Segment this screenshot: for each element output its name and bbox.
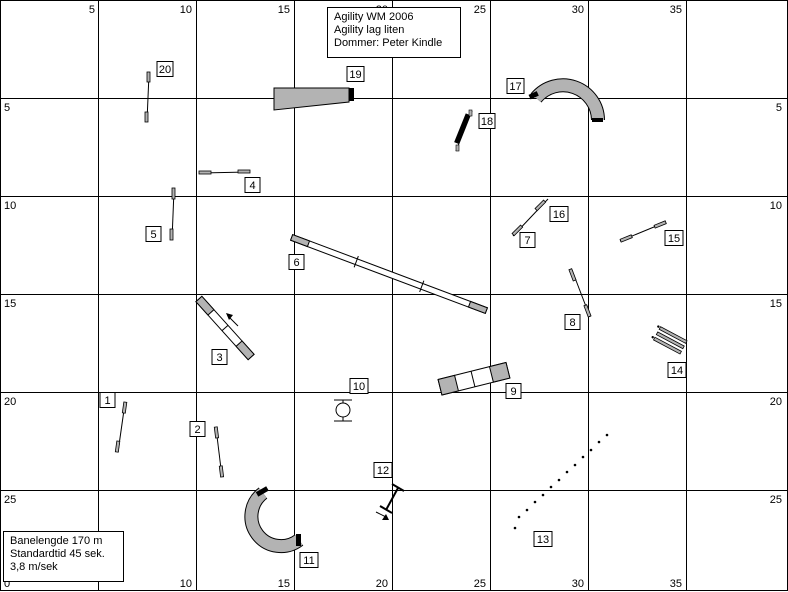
obstacle-jump-2 xyxy=(213,426,225,478)
obstacle-number-12: 12 xyxy=(373,462,393,478)
grid-label: 30 xyxy=(572,578,584,590)
svg-text:16: 16 xyxy=(553,209,565,221)
title-box: Agility WM 2006 Agility lag liten Dommer… xyxy=(327,7,461,58)
obstacle-jump-12 xyxy=(375,483,405,520)
course-info-box: Banelengde 170 m Standardtid 45 sek. 3,8… xyxy=(3,531,124,582)
obstacle-number-19: 19 xyxy=(346,66,365,82)
grid-label: 10 xyxy=(180,4,192,16)
obstacle-jump-20 xyxy=(144,71,151,123)
obstacle-number-14: 14 xyxy=(667,362,687,378)
obstacle-jump-15 xyxy=(619,220,667,243)
obstacle-dog-walk-6 xyxy=(289,233,489,315)
grid-label: 15 xyxy=(770,298,782,310)
grid-label: 35 xyxy=(670,4,682,16)
obstacle-jump-5 xyxy=(169,187,176,241)
grid-label: 20 xyxy=(376,578,388,590)
obstacle-wall-18 xyxy=(454,109,473,152)
obstacle-long-jump-14 xyxy=(651,325,688,355)
svg-text:1: 1 xyxy=(104,395,110,407)
obstacle-number-17: 17 xyxy=(506,78,525,94)
obstacle-weave-poles-13 xyxy=(513,433,609,530)
obstacle-number-4: 4 xyxy=(244,177,261,193)
svg-text:2: 2 xyxy=(194,424,200,436)
grid-label: 20 xyxy=(770,396,782,408)
svg-text:6: 6 xyxy=(293,257,299,269)
obstacle-number-1: 1 xyxy=(99,392,116,408)
obstacle-number-16: 16 xyxy=(549,206,569,222)
obstacle-number-9: 9 xyxy=(505,383,522,399)
obstacle-number-5: 5 xyxy=(145,226,162,242)
speed: 3,8 m/sek xyxy=(10,561,58,573)
svg-text:17: 17 xyxy=(509,81,521,93)
svg-text:13: 13 xyxy=(537,534,549,546)
obstacle-number-6: 6 xyxy=(288,254,305,270)
grid-label: 5 xyxy=(4,102,10,114)
obstacle-number-13: 13 xyxy=(533,531,553,547)
obstacle-jump-8 xyxy=(568,268,592,318)
title-line-2: Agility lag liten xyxy=(334,24,405,36)
grid-labels-left: 5 10 15 20 25 xyxy=(4,102,16,506)
svg-text:14: 14 xyxy=(671,365,683,377)
obstacle-number-3: 3 xyxy=(211,349,228,365)
grid-labels-bottom: 0 10 15 20 25 30 35 xyxy=(4,578,682,590)
obstacle-tunnel-17 xyxy=(528,78,605,122)
svg-text:9: 9 xyxy=(510,386,516,398)
svg-text:7: 7 xyxy=(524,235,530,247)
grid-label: 15 xyxy=(4,298,16,310)
grid-label: 0 xyxy=(4,578,10,590)
grid-label: 20 xyxy=(4,396,16,408)
obstacle-number-2: 2 xyxy=(189,421,206,437)
obstacle-number-20: 20 xyxy=(156,61,174,77)
standard-time: Standardtid 45 sek. xyxy=(10,548,105,560)
grid-labels-right: 5 10 15 20 25 xyxy=(770,102,782,506)
obstacle-number-15: 15 xyxy=(664,230,684,246)
obstacle-jump-1 xyxy=(114,401,128,453)
obstacle-number-7: 7 xyxy=(519,232,536,248)
svg-text:12: 12 xyxy=(377,465,389,477)
obstacle-number-8: 8 xyxy=(564,314,581,330)
svg-text:15: 15 xyxy=(668,233,680,245)
grid-label: 25 xyxy=(770,494,782,506)
svg-text:3: 3 xyxy=(216,352,222,364)
svg-text:11: 11 xyxy=(303,555,314,567)
grid-label: 25 xyxy=(474,578,486,590)
svg-text:5: 5 xyxy=(150,229,156,241)
grid-label: 30 xyxy=(572,4,584,16)
grid-label: 10 xyxy=(4,200,16,212)
grid-label: 25 xyxy=(474,4,486,16)
grid-label: 15 xyxy=(278,4,290,16)
obstacle-jump-4 xyxy=(198,169,251,175)
obstacle-number-18: 18 xyxy=(478,113,496,129)
svg-text:19: 19 xyxy=(349,69,361,81)
course-length: Banelengde 170 m xyxy=(10,535,103,547)
grid-label: 25 xyxy=(4,494,16,506)
direction-arrow xyxy=(226,313,239,327)
grid-label: 10 xyxy=(180,578,192,590)
svg-text:4: 4 xyxy=(249,180,255,192)
title-line-1: Agility WM 2006 xyxy=(334,11,414,23)
title-line-3: Dommer: Peter Kindle xyxy=(334,37,443,49)
svg-text:8: 8 xyxy=(569,317,575,329)
svg-text:10: 10 xyxy=(353,381,365,393)
svg-text:20: 20 xyxy=(159,64,171,76)
obstacle-seesaw-9 xyxy=(437,361,511,396)
svg-text:18: 18 xyxy=(481,116,493,128)
obstacle-collapsed-tunnel-19 xyxy=(273,87,354,111)
obstacle-tyre-10 xyxy=(334,399,352,422)
grid-label: 15 xyxy=(278,578,290,590)
grid-label: 35 xyxy=(670,578,682,590)
grid-label: 10 xyxy=(770,200,782,212)
obstacle-tunnel-11 xyxy=(244,486,304,554)
obstacle-jump-7 xyxy=(511,198,549,237)
obstacle-number-11: 11 xyxy=(299,552,319,568)
obstacle-a-frame-3 xyxy=(195,295,255,361)
grid-label: 5 xyxy=(89,4,95,16)
grid-label: 5 xyxy=(776,102,782,114)
obstacle-number-10: 10 xyxy=(349,378,369,394)
